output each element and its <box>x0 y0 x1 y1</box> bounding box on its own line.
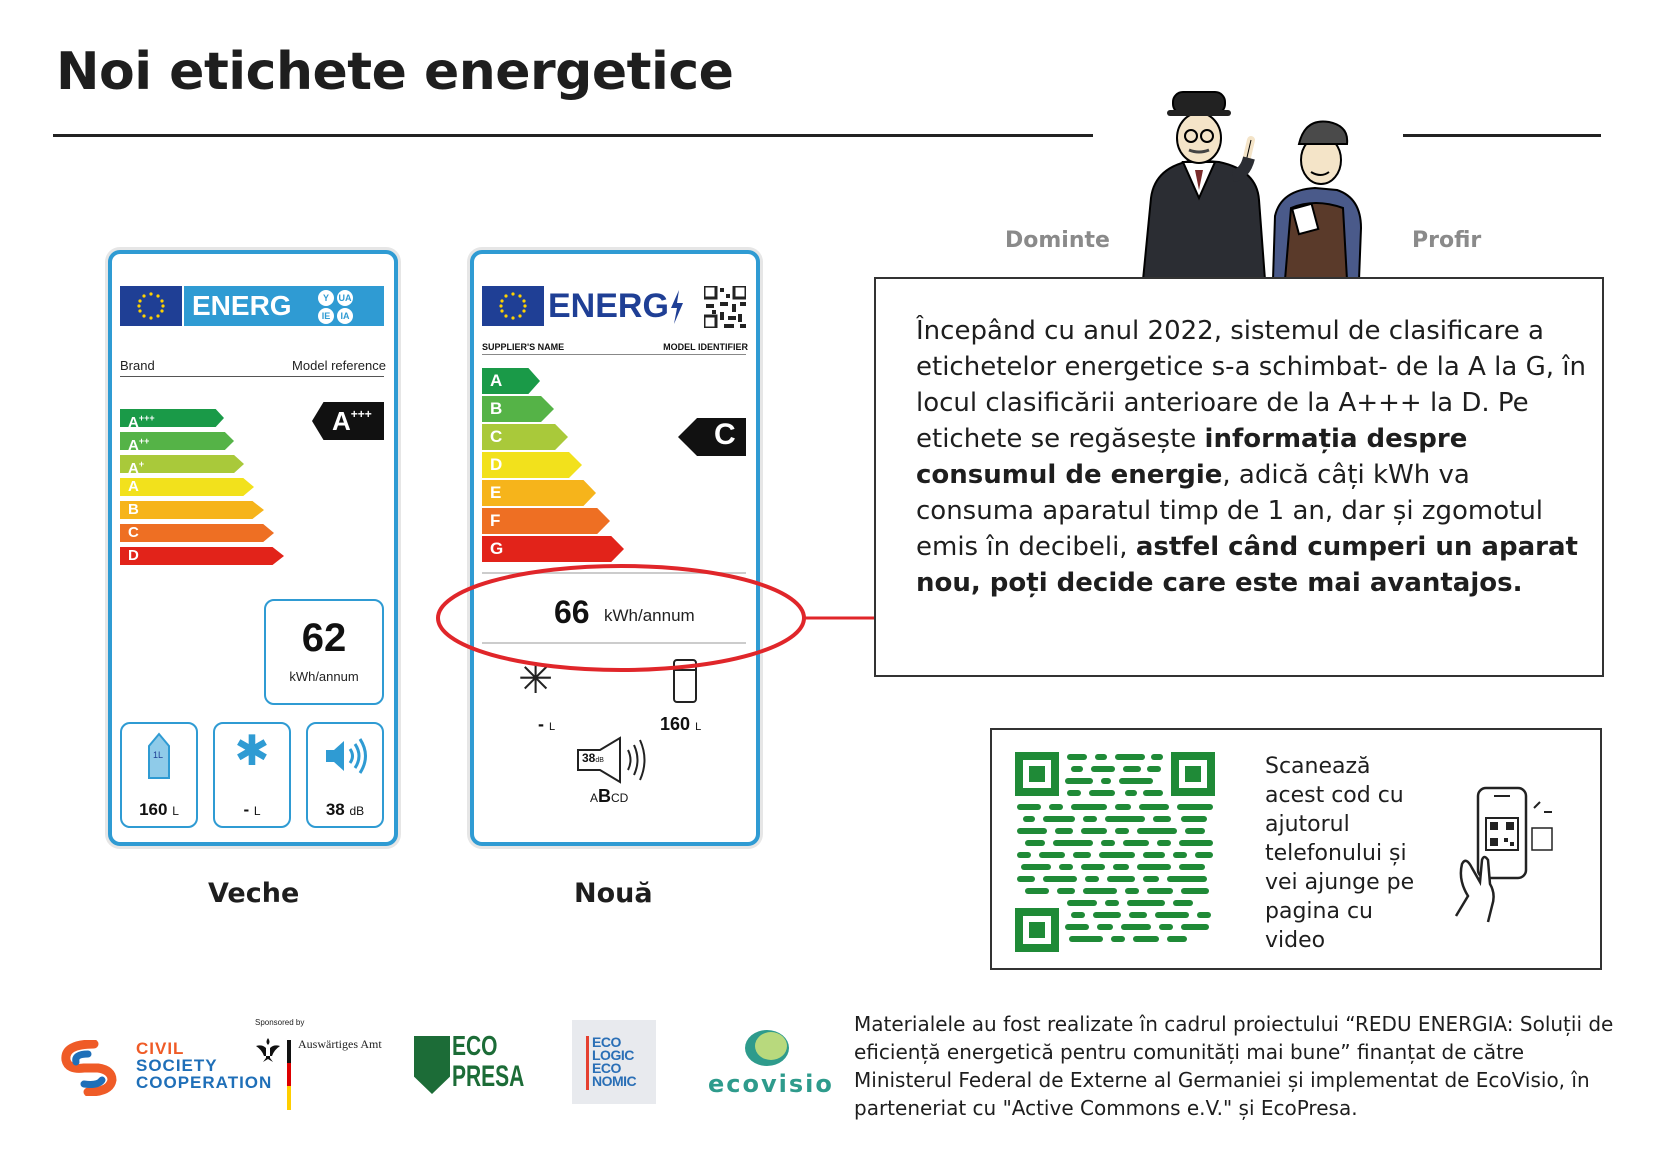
class-arrow-b: B <box>482 396 554 422</box>
character-name-right: Profir <box>1412 228 1482 253</box>
class-arrow-a: A <box>482 368 540 394</box>
rating-arrow <box>312 402 384 440</box>
milk-carton-label: 1L <box>153 750 164 760</box>
sponsored-by-text: Sponsored by <box>255 1018 305 1027</box>
footer-text: Materialele au fost realizate în cadrul … <box>854 1012 1614 1120</box>
class-arrow-d: D <box>120 547 284 565</box>
consumption-bottom-line <box>482 642 746 644</box>
new-label-caption: Nouă <box>574 878 653 909</box>
class-arrow-a1: A+ <box>120 455 244 473</box>
eu-stars-icon <box>137 292 165 320</box>
highlight-ellipse <box>436 564 875 672</box>
class-arrow-c: C <box>120 524 274 542</box>
eu-flag <box>120 286 182 326</box>
german-flag-bar <box>287 1040 291 1110</box>
consumption-value: 66 <box>554 594 590 630</box>
class-letter: A <box>128 460 139 477</box>
qr-code-icon <box>704 286 746 328</box>
consumption-value: 62 <box>301 616 347 660</box>
title-rule-right <box>1403 134 1601 137</box>
eu-flag <box>482 286 544 326</box>
freezer-value: - L <box>538 714 556 734</box>
circle-ia: IA <box>337 308 353 324</box>
rating-text: C <box>714 418 736 451</box>
ecovisio-leaf-icon <box>745 1030 789 1066</box>
freezer-value: - L <box>243 800 261 819</box>
class-letter: D <box>128 547 139 564</box>
speaker-icon <box>577 736 646 784</box>
supplier-text: SUPPLIER'S NAME <box>482 342 565 352</box>
rating-arrow <box>678 418 746 456</box>
supplier-divider <box>482 354 746 355</box>
class-arrow-b: B <box>120 501 264 519</box>
fridge-icon <box>673 659 697 703</box>
class-letter: A <box>128 414 139 431</box>
class-arrow-d: D <box>482 452 582 478</box>
model-identifier-text: MODEL IDENTIFIER <box>663 342 748 352</box>
class-arrow-f: F <box>482 508 610 534</box>
qr-code[interactable] <box>1015 752 1215 952</box>
class-arrow-c: C <box>482 424 568 450</box>
character-name-left: Dominte <box>1005 228 1110 253</box>
ecovisio-logo-text: ecovisio <box>708 1070 834 1098</box>
noise-value: 38dB <box>582 751 604 765</box>
auswartiges-amt-text: Auswärtiges Amt <box>298 1037 382 1051</box>
speaker-icon <box>326 738 367 774</box>
noise-value: 38 dB <box>325 800 365 819</box>
civil-society-logo-icon <box>61 1040 117 1096</box>
volume-value: 160 L <box>139 800 179 819</box>
class-letter: A <box>128 478 139 495</box>
class-arrow-a2: A++ <box>120 432 234 450</box>
brand-text: Brand <box>120 358 155 373</box>
class-arrow-g: G <box>482 536 624 562</box>
eu-stars-icon <box>499 292 527 320</box>
class-letter: C <box>128 524 139 541</box>
info-text: Începând cu anul 2022, sistemul de clasi… <box>916 316 1586 598</box>
circle-y: Y <box>318 290 334 306</box>
milk-carton-icon <box>148 732 170 779</box>
title-rule-left <box>53 134 1093 137</box>
consumption-box <box>264 599 384 705</box>
ecologic-logo-bar <box>586 1036 589 1090</box>
civil-society-logo-text: CIVIL SOCIETY COOPERATION <box>136 1039 273 1092</box>
phone-scan-icon <box>1454 786 1553 923</box>
consumption-top-line <box>482 572 746 574</box>
lightning-icon <box>671 290 683 324</box>
class-arrow-a3: A+++ <box>120 409 224 427</box>
freezer-box <box>213 722 291 828</box>
characters-illustration <box>1141 91 1363 280</box>
page-title: Noi etichete energetice <box>56 42 734 102</box>
old-label-caption: Veche <box>208 878 300 909</box>
consumption-unit: kWh/annum <box>604 606 695 625</box>
noise-box <box>306 722 384 828</box>
class-letter: A <box>128 437 139 454</box>
model-text: Model reference <box>292 358 386 373</box>
volume-value: 160 L <box>660 714 702 734</box>
class-letter: B <box>128 501 139 518</box>
ecopresa-logo: ECO PRESA <box>414 1032 524 1094</box>
class-arrow-a: A <box>120 478 254 496</box>
circle-ie: IE <box>318 308 334 324</box>
snowflake-icon: ✱ <box>234 727 270 774</box>
volume-box <box>120 722 198 828</box>
noise-class: ABCD <box>590 786 629 806</box>
energ-text: ENERG <box>192 290 292 321</box>
old-energy-label: ENERG Y UA IE IA Brand Model reference A… <box>108 250 398 846</box>
ecopresa-pen-icon <box>414 1036 450 1094</box>
scan-instructions: Scanează acest cod cu ajutorul telefonul… <box>1265 754 1415 953</box>
consumption-unit: kWh/annum <box>289 669 359 684</box>
rating-text: A+++ <box>332 406 372 436</box>
energ-text: ENERG <box>548 287 669 325</box>
brand-divider <box>120 376 384 377</box>
info-box <box>874 277 1604 677</box>
german-eagle-icon <box>256 1038 280 1062</box>
new-energy-label: ENERG SUPPLIER'S NAME MODEL IDENTIFIER A… <box>470 250 760 846</box>
class-arrow-e: E <box>482 480 596 506</box>
circle-ua: UA <box>337 290 353 306</box>
